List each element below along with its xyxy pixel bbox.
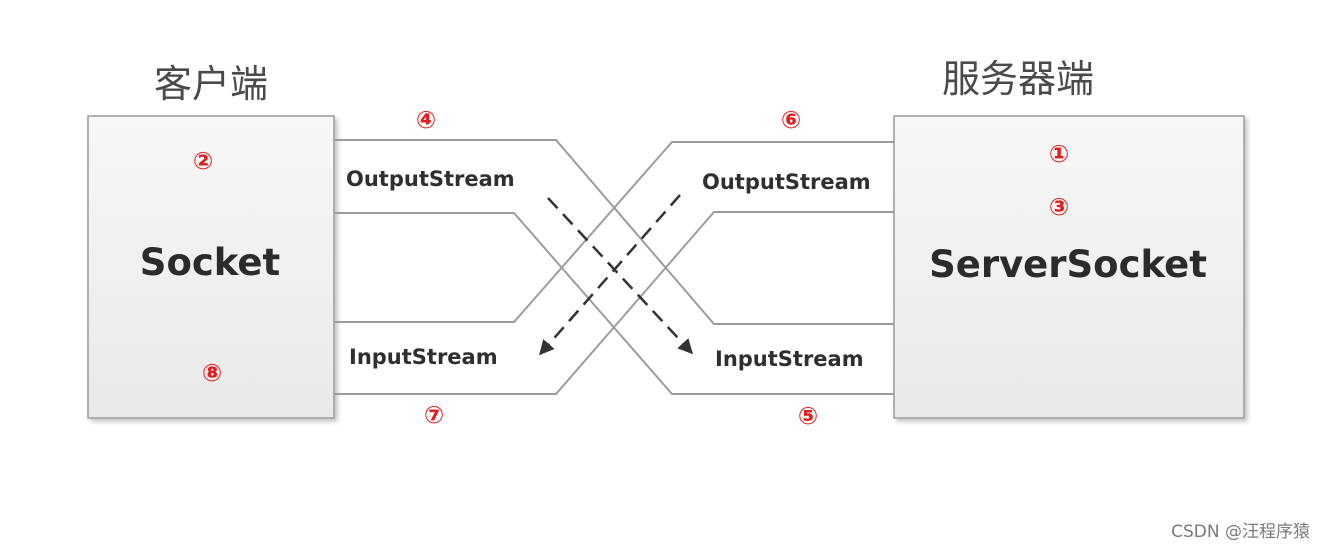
client-output-stream-label: OutputStream (346, 167, 515, 191)
server-step-marker-3: ③ (1049, 193, 1069, 221)
server-output-stream-label: OutputStream (702, 170, 871, 194)
server-step-marker-1: ① (1049, 140, 1069, 168)
flow-arrow-to-client (539, 194, 681, 356)
pipe-client-out-to-server-in (334, 139, 894, 395)
client-socket-box (87, 115, 335, 419)
server-title: 服务器端 (942, 57, 1094, 101)
client-input-step-marker-7: ⑦ (424, 401, 444, 429)
client-box-label: Socket (140, 241, 280, 284)
pipe-server-out-to-client-in (334, 141, 894, 395)
server-input-step-marker-5: ⑤ (798, 402, 818, 430)
watermark: CSDN @汪程序猿 (1171, 522, 1310, 542)
server-output-step-marker-6: ⑥ (781, 106, 801, 134)
client-step-marker-8: ⑧ (202, 359, 222, 387)
server-input-stream-label: InputStream (715, 347, 864, 371)
client-output-step-marker-4: ④ (416, 106, 436, 134)
client-input-stream-label: InputStream (349, 345, 498, 369)
flow-arrow-to-server (547, 197, 694, 355)
client-step-marker-2: ② (193, 147, 213, 175)
server-box-label: ServerSocket (929, 243, 1207, 286)
client-title: 客户端 (154, 62, 268, 106)
server-socket-box (893, 115, 1245, 419)
